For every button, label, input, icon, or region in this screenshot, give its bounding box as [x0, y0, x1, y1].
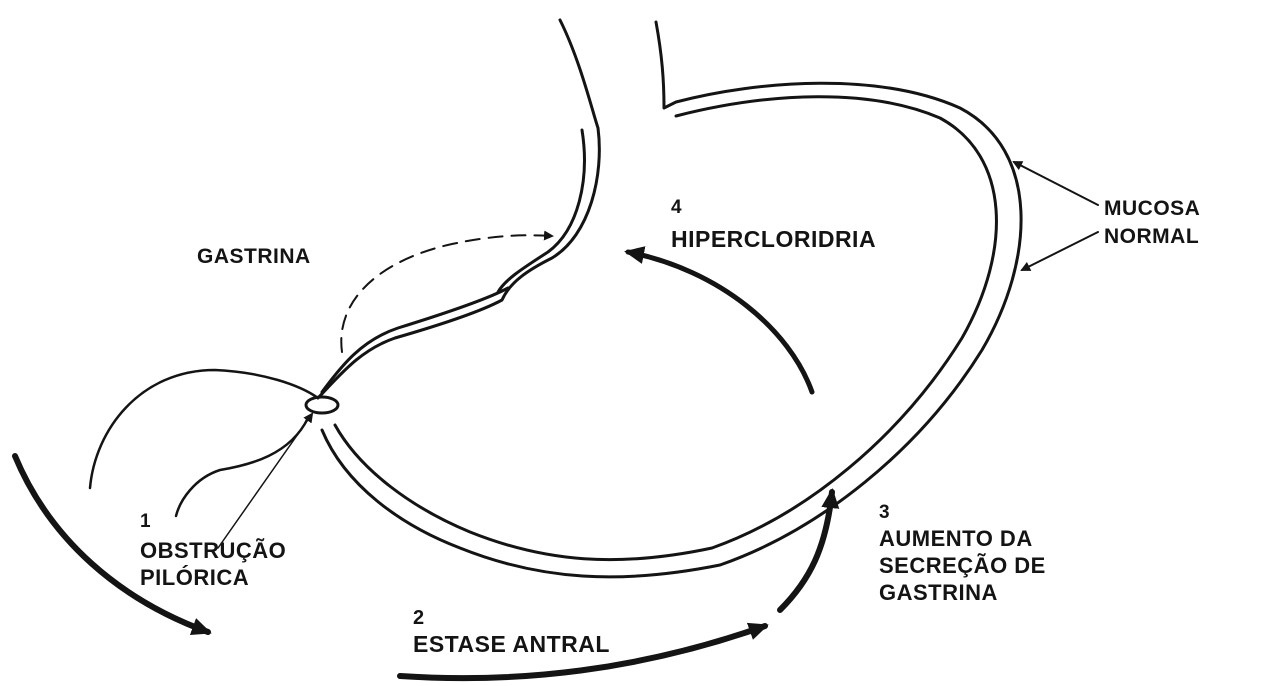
- stomach-outer-wall: [318, 20, 1021, 577]
- step3-number: 3: [879, 502, 890, 523]
- step1-number: 1: [140, 511, 151, 532]
- step2-label: ESTASE ANTRAL: [413, 631, 610, 657]
- gastrin-dashed-arrow: [341, 235, 552, 352]
- duodenum-loop: [90, 370, 318, 516]
- step3-label-line3: GASTRINA: [879, 580, 998, 605]
- step1-label-line1: OBSTRUÇÃO: [140, 538, 286, 563]
- hipercloridria-arrow: [628, 252, 812, 392]
- mucosa-arrow-upper: [1014, 162, 1098, 205]
- mucosa-label-line2: NORMAL: [1104, 225, 1199, 248]
- mucosa-arrow-lower: [1022, 232, 1098, 270]
- gastrina-label: GASTRINA: [197, 245, 311, 268]
- step3-label-line1: AUMENTO DA: [879, 526, 1033, 551]
- step2-number: 2: [413, 607, 425, 629]
- obstruction-pointer: [218, 414, 312, 548]
- step1-label-line2: PILÓRICA: [140, 565, 249, 590]
- step4-number: 4: [671, 197, 682, 218]
- mucosa-label-line1: MUCOSA: [1104, 197, 1200, 220]
- step4-label: HIPERCLORIDRIA: [671, 226, 876, 252]
- step3-label-line2: SECREÇÃO DE: [879, 553, 1046, 578]
- cycle-arrow-right: [780, 492, 832, 610]
- pylorus: [306, 397, 338, 413]
